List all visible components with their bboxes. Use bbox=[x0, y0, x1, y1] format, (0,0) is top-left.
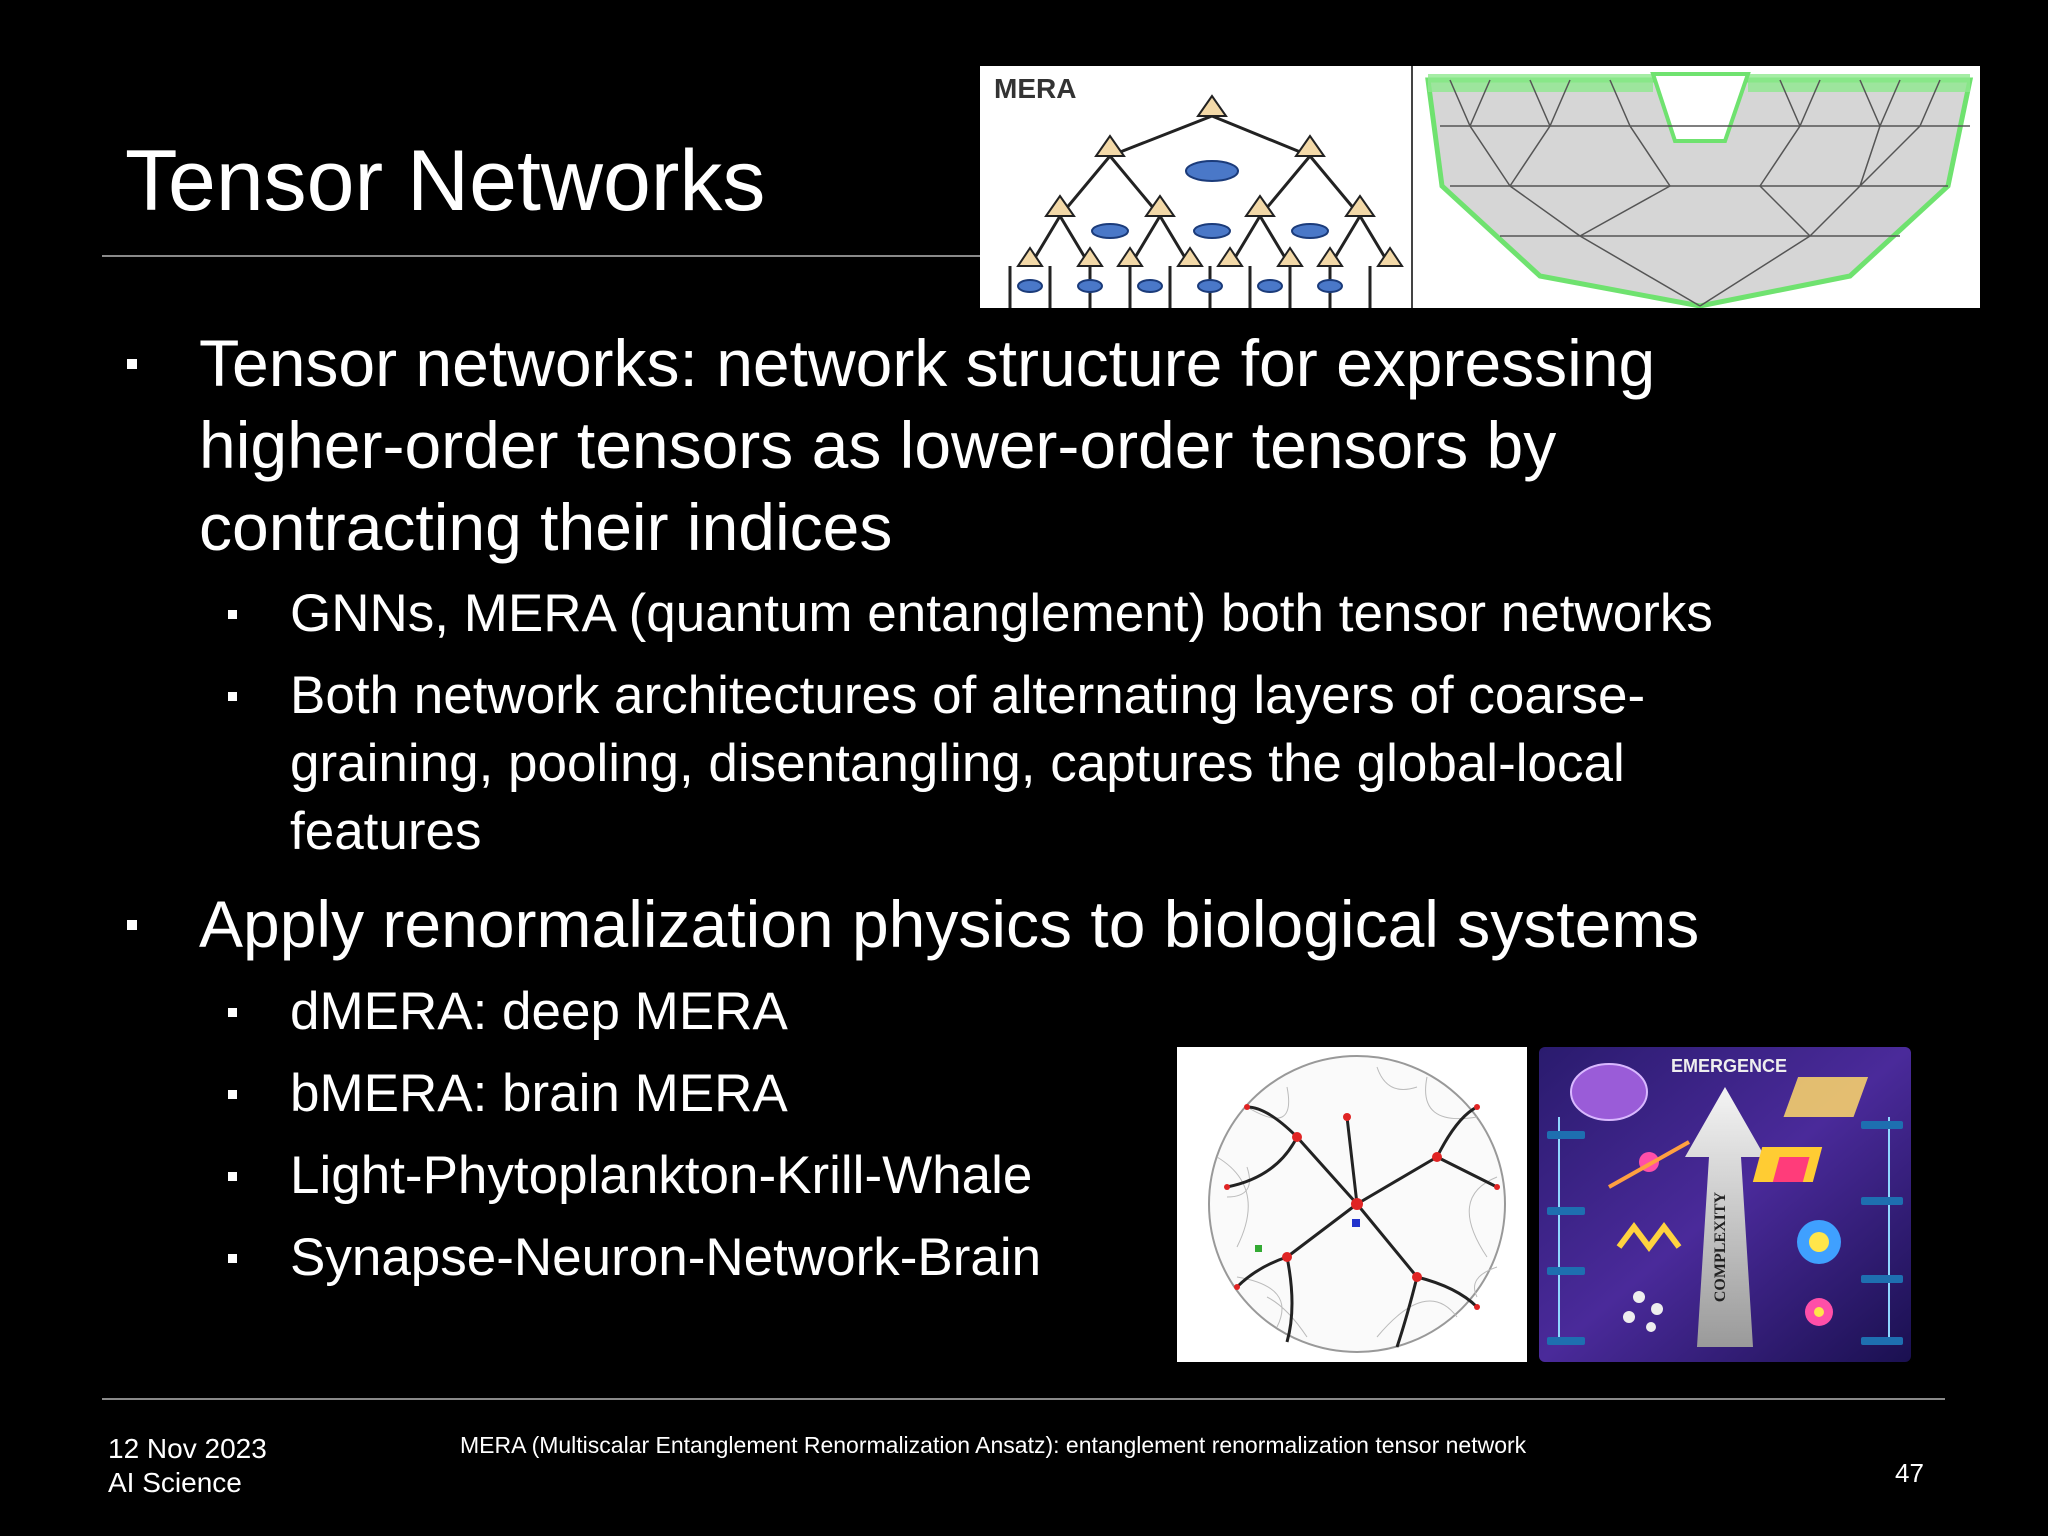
bullet-text: GNNs, MERA (quantum entanglement) both t… bbox=[290, 584, 1713, 643]
mera-label: MERA bbox=[994, 73, 1076, 104]
bullet-marker bbox=[228, 1090, 237, 1099]
sub-bullet-light-whale: Light-Phytoplankton-Krill-Whale bbox=[226, 1142, 1786, 1210]
sub-bullet-gnn-mera: GNNs, MERA (quantum entanglement) both t… bbox=[226, 580, 1786, 648]
footer-note: MERA (Multiscalar Entanglement Renormali… bbox=[460, 1432, 1527, 1458]
sub-bullet-bmera: bMERA: brain MERA bbox=[226, 1060, 1786, 1128]
bullet-marker bbox=[228, 1172, 237, 1181]
hyperbolic-disk bbox=[1177, 1047, 1527, 1362]
title-divider bbox=[102, 255, 982, 257]
bullet-marker bbox=[228, 610, 237, 619]
mera-diagram: MERA bbox=[980, 66, 1980, 308]
complexity-label: COMPLEXITY bbox=[1712, 1191, 1729, 1302]
bullet-text: dMERA: deep MERA bbox=[290, 982, 788, 1041]
page-number: 47 bbox=[1895, 1458, 1924, 1488]
sub-bullet-synapse-brain: Synapse-Neuron-Network-Brain bbox=[226, 1224, 1786, 1292]
emergence-complexity-figure: EMERGENCE COMPLEXITY bbox=[1539, 1047, 1911, 1362]
bullet-text: Light-Phytoplankton-Krill-Whale bbox=[290, 1146, 1033, 1205]
emergence-diagram: EMERGENCE COMPLEXITY bbox=[1539, 1047, 1911, 1362]
bullet-marker bbox=[127, 920, 137, 930]
bullet-text: Both network architectures of alternatin… bbox=[290, 666, 1646, 861]
bullet-text: Apply renormalization physics to biologi… bbox=[199, 887, 1700, 961]
bullet-text: Tensor networks: network structure for e… bbox=[199, 326, 1656, 564]
sub-bullet-dmera: dMERA: deep MERA bbox=[226, 978, 1786, 1046]
slide-title: Tensor Networks bbox=[125, 133, 766, 229]
bullet-marker bbox=[127, 359, 137, 369]
footer-divider bbox=[102, 1398, 1945, 1400]
bullet-marker bbox=[228, 1254, 237, 1263]
hyperbolic-tiling-figure bbox=[1177, 1047, 1527, 1362]
bullet-text: Synapse-Neuron-Network-Brain bbox=[290, 1228, 1042, 1287]
bullet-tensor-networks: Tensor networks: network structure for e… bbox=[125, 322, 1725, 568]
bullet-marker bbox=[228, 692, 237, 701]
emergence-title: EMERGENCE bbox=[1671, 1056, 1787, 1076]
bullet-renormalization: Apply renormalization physics to biologi… bbox=[125, 883, 1725, 965]
bullet-text: bMERA: brain MERA bbox=[290, 1064, 788, 1123]
footer-organization: AI Science bbox=[108, 1467, 242, 1498]
mera-network-figure: MERA bbox=[980, 66, 1980, 308]
footer-date: 12 Nov 2023 bbox=[108, 1433, 267, 1464]
bullet-marker bbox=[228, 1008, 237, 1017]
sub-bullet-architectures: Both network architectures of alternatin… bbox=[226, 662, 1786, 866]
